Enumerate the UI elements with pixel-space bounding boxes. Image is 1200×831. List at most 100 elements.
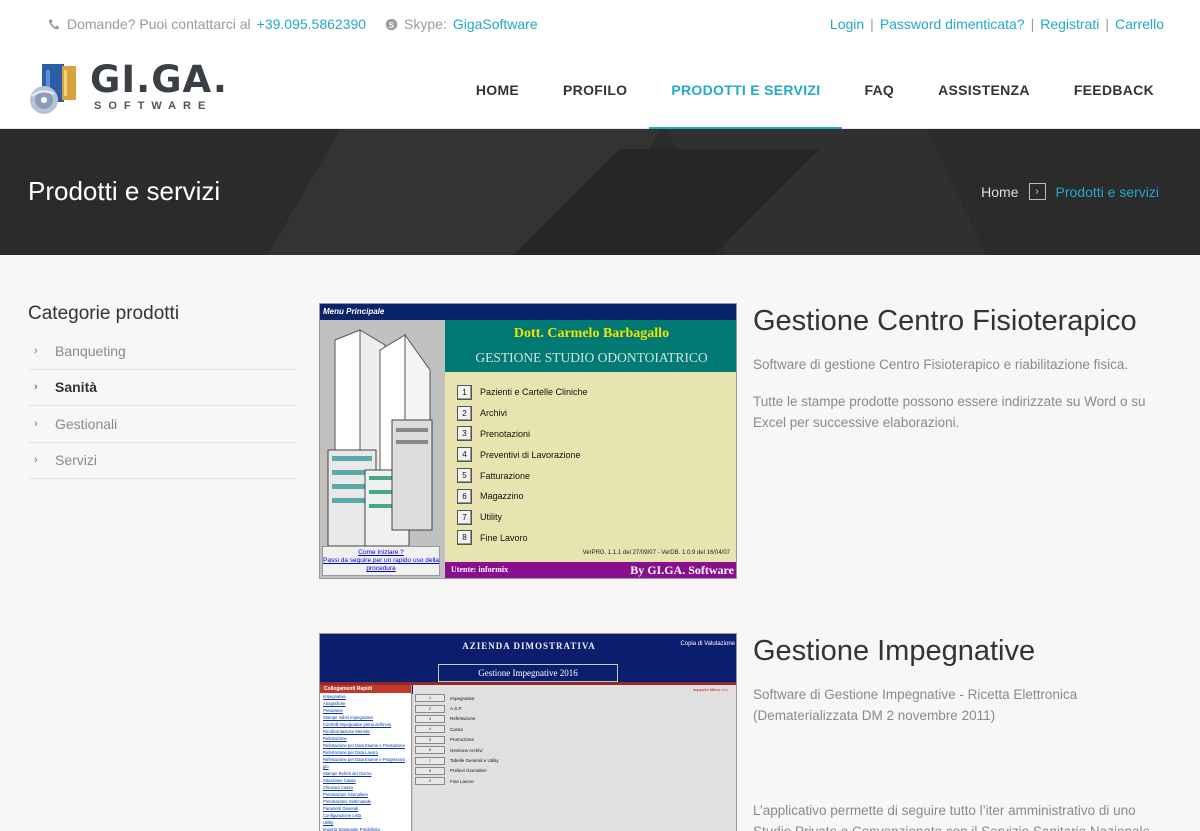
nav-profilo[interactable]: PROFILO <box>563 81 628 98</box>
menu-label: Fine Lavoro <box>450 778 474 784</box>
category-item-gestionali[interactable]: › Gestionali <box>28 406 296 443</box>
company-name: AZIENDA DIMOSTRATIVA <box>462 641 596 651</box>
quick-link: Importa Stampante Predefinita <box>323 827 380 831</box>
help-text: Passi da seguire per un rapido uso della… <box>323 557 439 572</box>
product-paragraph: Software di Gestione Impegnative - Ricet… <box>753 687 1078 723</box>
nav-home[interactable]: HOME <box>475 81 520 98</box>
breadcrumb-current: Prodotti e servizi <box>1055 183 1159 200</box>
quick-link: Parametri Generali <box>323 806 359 811</box>
screenshot-menu-panel: Dott. Carmelo Barbagallo GESTIONE STUDIO… <box>445 320 736 578</box>
chevron-right-icon: › <box>34 417 38 430</box>
product-screenshot[interactable]: Menu Principale <box>319 303 737 579</box>
page-title: Prodotti e servizi <box>28 176 221 206</box>
category-sidebar: Categorie prodotti › Banqueting › Sanità… <box>28 303 296 479</box>
screenshot-footer: Utente: informix By GI.GA. Software <box>445 562 736 578</box>
quick-link: Prenotazioni Giornaliere <box>323 792 368 797</box>
studio-subtitle: GESTIONE STUDIO ODONTOIATRICO <box>475 350 708 365</box>
menu-label: Magazzino <box>480 491 524 502</box>
menu-label: A.S.P. <box>450 706 463 712</box>
category-item-sanita[interactable]: › Sanità <box>28 370 296 406</box>
product-paragraph: Software di gestione Centro Fisioterapic… <box>753 357 1129 372</box>
product-description: Gestione Centro Fisioterapico Software d… <box>753 303 1173 433</box>
nav-faq[interactable]: FAQ <box>864 81 895 98</box>
menu-number-button: 1 <box>415 694 445 703</box>
quick-link: Controlli Impegnative prima dell'invio <box>323 722 392 727</box>
quick-link: Refertazione <box>323 736 347 741</box>
menu-number-button: 3 <box>415 714 445 723</box>
menu-label: Preventivi di Lavorazione <box>480 449 581 460</box>
cart-link[interactable]: Carrello <box>1114 16 1164 32</box>
menu-label: Tabelle Generali e Utility <box>450 758 499 764</box>
chevron-right-icon: › <box>34 454 38 467</box>
menu-label: Cassa <box>450 726 463 732</box>
copy-label: Copia di Valutazione <box>680 641 735 647</box>
login-link[interactable]: Login <box>829 16 865 32</box>
quick-link: Refertazione per Data Lavoro <box>323 750 378 755</box>
svg-text:S: S <box>389 20 395 29</box>
nav-prodotti-e-servizi[interactable]: PRODOTTI E SERVIZI <box>649 50 843 130</box>
menu-label: Gestione Archivi <box>450 747 483 753</box>
site-logo[interactable]: GI.GA. SOFTWARE <box>28 60 228 118</box>
menu-label: Prenotazioni <box>480 428 531 439</box>
menu-row: 2 A.S.P. <box>413 703 736 713</box>
product-screenshot[interactable]: AZIENDA DIMOSTRATIVA Copia di Valutazion… <box>319 633 737 831</box>
quick-link: Rendicontazione Mensile <box>323 729 370 734</box>
top-bar: Domande? Puoi contattarci al +39.095.586… <box>0 0 1200 50</box>
category-item-servizi[interactable]: › Servizi <box>28 443 296 479</box>
version-text: VerPRG. 1.1.1 del 27/09/07 - VerDB. 1.0.… <box>582 550 730 556</box>
menu-label: Pazienti e Cartelle Cliniche <box>480 387 588 398</box>
nav-feedback[interactable]: FEEDBACK <box>1073 81 1154 98</box>
binders-illustration <box>320 320 445 547</box>
product-title[interactable]: Gestione Centro Fisioterapico <box>753 305 1137 337</box>
nav-assistenza[interactable]: ASSISTENZA <box>938 81 1030 98</box>
quick-link: Prelazione <box>323 708 343 713</box>
contact-phone: Domande? Puoi contattarci al +39.095.586… <box>48 16 366 32</box>
help-box[interactable]: Come Iniziare ? Passi da seguire per un … <box>322 546 440 576</box>
quick-link: Refertazione per Data Esame e Progressiv… <box>323 757 405 769</box>
register-link[interactable]: Registrati <box>1040 16 1100 32</box>
menu-number-button: 8 <box>415 766 445 775</box>
menu-row: 3 Refertazione <box>413 714 736 724</box>
quick-link: Situazione Cassa <box>323 778 356 783</box>
separator: | <box>1105 16 1109 32</box>
screenshot-illustration <box>320 320 445 578</box>
category-label: Gestionali <box>55 415 118 432</box>
menu-label: Refertazione <box>450 716 476 722</box>
menu-label: Utility <box>480 512 502 523</box>
chevron-right-icon: › <box>1028 183 1046 200</box>
menu-label: Fatturazione <box>480 470 531 481</box>
quick-link: Prenotazione Settimanale <box>323 799 371 804</box>
breadcrumb-home-link[interactable]: Home <box>981 183 1019 200</box>
menu-number-button: 2 <box>415 704 445 713</box>
product-title[interactable]: Gestione Impegnative <box>753 635 1036 667</box>
product-description: Gestione Impegnative Software di Gestion… <box>753 633 1173 831</box>
logo-text: GI.GA. SOFTWARE <box>90 58 228 113</box>
phone-number-link[interactable]: +39.095.5862390 <box>256 16 367 32</box>
skype-name-link[interactable]: GigaSoftware <box>452 16 538 32</box>
separator: | <box>870 16 874 32</box>
menu-number-button: 9 <box>415 777 445 786</box>
product-paragraph: L’applicativo permette di seguire tutto … <box>753 803 1150 831</box>
logo-sub-text: SOFTWARE <box>94 100 213 112</box>
category-item-banqueting[interactable]: › Banqueting <box>28 333 296 370</box>
logo-main-text: GI.GA. <box>90 58 228 101</box>
quick-links-header: Collegamenti Rapidi <box>320 685 411 693</box>
menu-label: Impegnative <box>450 695 475 701</box>
product-card: Menu Principale <box>319 303 1179 583</box>
sidebar-title: Categorie prodotti <box>28 303 180 324</box>
breadcrumb: Home › Prodotti e servizi <box>981 183 1159 200</box>
quick-link: Anagrafiche <box>323 701 346 706</box>
forgot-password-link[interactable]: Password dimenticata? <box>879 16 1025 32</box>
support-link: supporto Menu <<< <box>693 687 728 692</box>
phone-prefix: Domande? Puoi contattarci al <box>67 16 251 32</box>
menu-label: Fine Lavoro <box>480 532 528 543</box>
main-header: GI.GA. SOFTWARE HOME PROFILO PRODOTTI E … <box>0 50 1200 130</box>
